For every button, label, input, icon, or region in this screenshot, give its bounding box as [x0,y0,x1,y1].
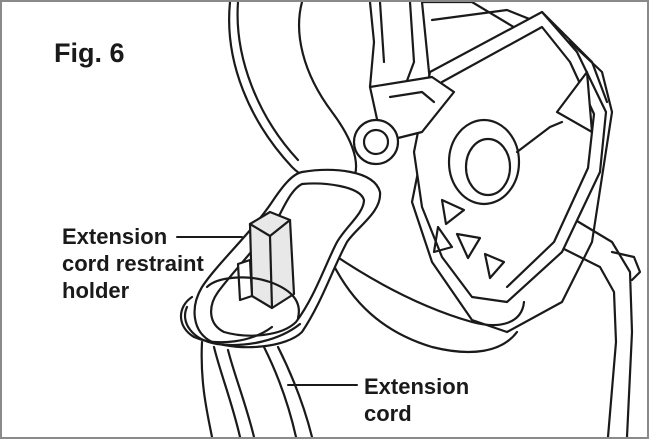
figure-title: Fig. 6 [54,38,125,68]
holder-label-line-1: Extension [62,224,168,249]
holder-label-line-3: holder [62,278,130,303]
pivot-bracket [352,2,456,166]
handle-tube [228,2,358,187]
holder-label-line-2: cord restraint [62,251,204,276]
cord-label-line-1: Extension [364,374,470,399]
control-panel [412,10,608,304]
cord-label-line-2: cord [364,401,412,426]
leader-lines [176,236,358,386]
cord-restraint-holder [193,168,382,349]
